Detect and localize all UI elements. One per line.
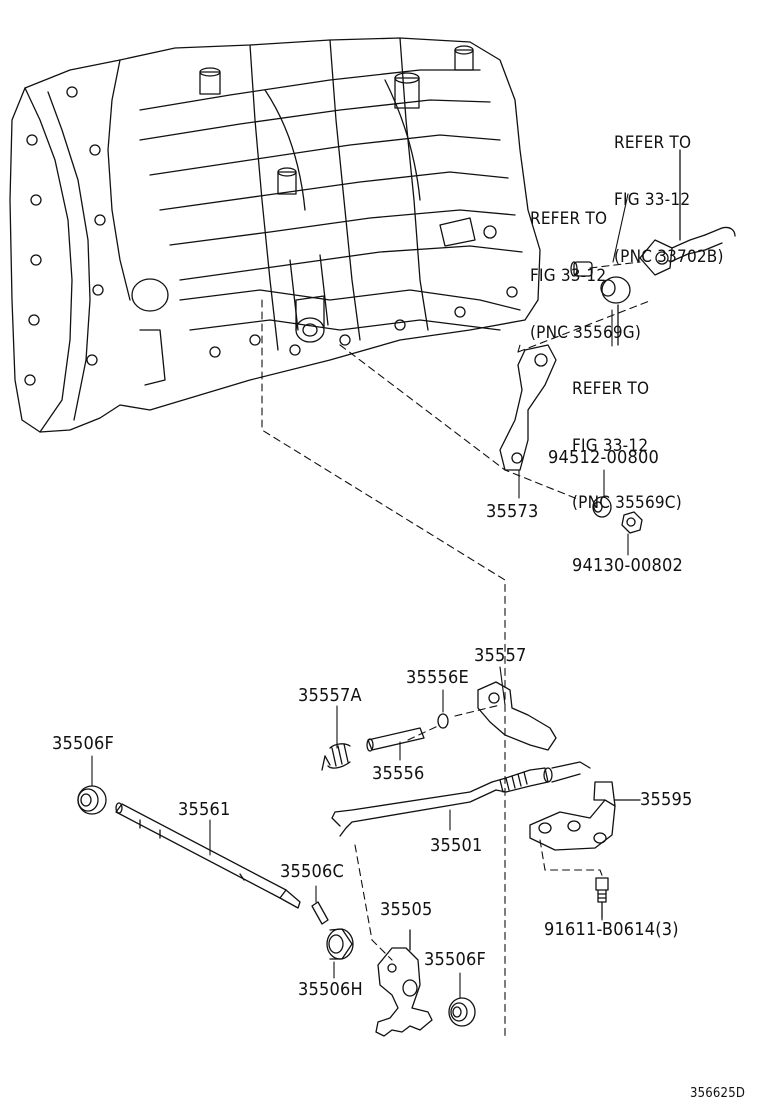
shaft-bushing-illustration xyxy=(327,929,353,959)
figure-id: 356625D xyxy=(690,1086,746,1101)
bushing-illustration xyxy=(571,262,592,276)
refer-note-line: FIG 33-12 xyxy=(530,266,607,286)
control-cable-end-illustration xyxy=(640,150,735,275)
control-shaft-illustration xyxy=(116,803,300,908)
refer-note-line: FIG 33-12 xyxy=(614,190,691,210)
washer-illustration xyxy=(593,497,611,517)
part-label-35506f-top: 35506F xyxy=(52,733,115,754)
part-label-35506f-bottom: 35506F xyxy=(424,949,487,970)
part-label-35561: 35561 xyxy=(178,799,231,820)
part-label-35506c: 35506C xyxy=(280,861,345,882)
refer-note-33702b: REFER TO FIG 33-12 (PNC 33702B) xyxy=(614,96,724,286)
refer-note-35569g: REFER TO FIG 33-12 (PNC 35569G) xyxy=(530,172,641,362)
refer-note-line: (PNC 33702B) xyxy=(614,247,724,267)
part-label-35505: 35505 xyxy=(380,899,433,920)
detent-lever-illustration xyxy=(376,930,432,1036)
refer-note-line: FIG 33-12 xyxy=(572,436,649,456)
refer-note-line: REFER TO xyxy=(572,379,650,399)
spring-illustration xyxy=(322,744,350,770)
assembly-guide-lines xyxy=(262,262,652,1040)
refer-note-line: REFER TO xyxy=(530,209,608,229)
refer-note-line: REFER TO xyxy=(614,133,692,153)
part-label-35506h: 35506H xyxy=(298,979,363,1000)
part-label-35557a: 35557A xyxy=(298,685,362,706)
refer-note-line: (PNC 35569C) xyxy=(572,493,682,513)
e-ring-illustration xyxy=(438,714,448,728)
refer-note-35569c: REFER TO FIG 33-12 (PNC 35569C) xyxy=(572,342,682,532)
transmission-housing-illustration xyxy=(10,38,540,432)
part-label-35573: 35573 xyxy=(486,501,539,522)
bolt-illustration xyxy=(596,878,608,918)
pin-illustration xyxy=(367,728,424,751)
leader-lines xyxy=(92,194,628,998)
grommet-illustration xyxy=(601,277,630,345)
oil-seal-lower-illustration xyxy=(449,998,475,1026)
nut-illustration xyxy=(622,512,642,533)
refer-note-line: (PNC 35569G) xyxy=(530,323,642,343)
cable-bracket-illustration xyxy=(530,782,640,850)
part-label-35501: 35501 xyxy=(430,835,483,856)
part-label-35556: 35556 xyxy=(372,763,425,784)
oil-seal-illustration xyxy=(78,786,106,814)
part-label-35557: 35557 xyxy=(474,645,527,666)
part-label-35556e: 35556E xyxy=(406,667,469,688)
part-label-91611-b0614: 91611-B0614(3) xyxy=(544,919,679,940)
part-label-35595: 35595 xyxy=(640,789,693,810)
spring-pin-illustration xyxy=(312,902,328,924)
part-label-94512-00800: 94512-00800 xyxy=(548,447,660,468)
transmission-control-rod-illustration xyxy=(332,762,590,836)
manual-valve-lever-illustration xyxy=(478,682,556,750)
control-shaft-lever-illustration xyxy=(500,345,556,470)
part-label-94130-00802: 94130-00802 xyxy=(572,555,684,576)
